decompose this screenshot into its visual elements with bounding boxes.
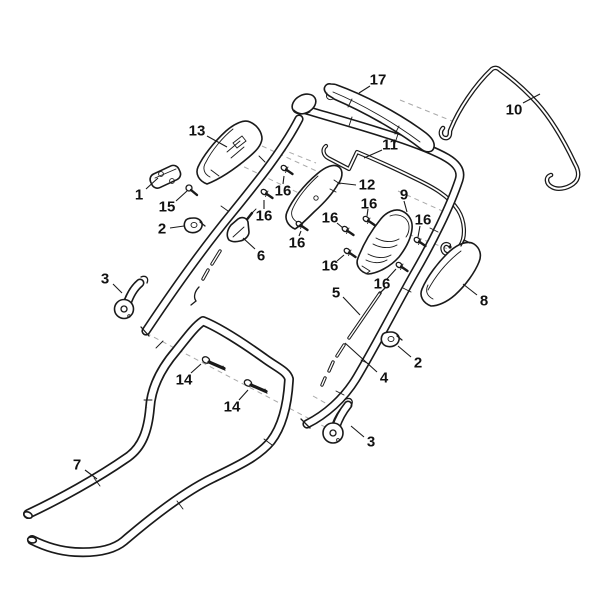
tube-open-end: [23, 510, 33, 520]
screw-16: [295, 220, 309, 232]
part-callout-8: 8: [480, 293, 488, 310]
guide-line: [399, 99, 453, 122]
tube-open-end: [26, 536, 38, 544]
part-callout-16: 16: [374, 276, 391, 293]
part-15-screw: [185, 184, 199, 197]
part-8-handle-cover-cap: [420, 239, 482, 307]
part-leader-14: [190, 363, 202, 374]
part-12-handle-cover-right: [285, 164, 343, 230]
part-leader-3: [112, 283, 123, 294]
part-14-bolts: [201, 356, 268, 394]
rod-hook: [190, 286, 200, 306]
screw-16: [362, 215, 376, 227]
part-callout-16: 16: [415, 212, 432, 229]
part-9-switch-housing: [356, 209, 413, 275]
part-1-clamp-block: [149, 164, 182, 189]
part-leader-1: [145, 177, 159, 190]
part-2-cable-clip-right: [380, 331, 403, 348]
guide-line: [280, 148, 317, 164]
tube-end-cut: [140, 326, 150, 337]
part-leader-10: [522, 93, 541, 104]
part-7-lower-handlebar-tube: [23, 321, 289, 552]
part-leader-16: [298, 230, 302, 237]
part-17-handle-cover-strip: [323, 83, 435, 153]
screw-16: [280, 164, 294, 176]
part-callout-13: 13: [189, 123, 206, 140]
part-leader-9: [403, 200, 408, 213]
part-leader-16: [386, 268, 397, 280]
part-leader-15: [175, 190, 188, 202]
part-5-brake-rod-left-segments: [190, 249, 222, 306]
part-11-bail-wire-lower: [324, 146, 464, 254]
part-leader-8: [462, 283, 478, 296]
part-leader-16: [366, 208, 369, 217]
screw-16: [260, 188, 274, 200]
part-16-screws: [260, 164, 427, 273]
screw-16: [413, 236, 427, 248]
part-4-upper-handlebar-tube: [140, 93, 460, 429]
part-6-cable-bracket: [226, 208, 257, 243]
part-callout-10: 10: [506, 102, 523, 119]
part-leader-16: [417, 225, 421, 238]
part-callout-4: 4: [380, 370, 389, 387]
part-callout-2: 2: [158, 221, 166, 238]
part-leader-11: [363, 149, 383, 159]
part-leader-16: [282, 175, 285, 185]
part-leader-3: [350, 425, 365, 438]
part-callout-12: 12: [359, 177, 376, 194]
part-callout-16: 16: [322, 210, 339, 227]
screw-16: [343, 247, 357, 259]
part-callout-11: 11: [382, 137, 398, 154]
handle-grip-cap: [291, 93, 317, 115]
part-callout-14: 14: [224, 399, 241, 416]
part-leader-6: [242, 237, 256, 250]
screw-16: [395, 261, 409, 273]
part-leader-2: [397, 345, 412, 358]
part-callout-6: 6: [257, 248, 265, 265]
bolt-14: [243, 379, 268, 394]
part-leader-12: [338, 182, 357, 186]
guide-line: [145, 332, 328, 429]
wire-end-eyelet: [448, 245, 452, 249]
part-callout-14: 14: [176, 372, 193, 389]
part-3-cam-lever-right: [322, 397, 353, 444]
part-5-brake-rod: [320, 287, 386, 387]
part-callout-16: 16: [289, 235, 306, 252]
part-leader-17: [358, 85, 371, 94]
part-leader-13: [206, 135, 228, 148]
part-callout-16: 16: [275, 183, 292, 200]
part-callout-9: 9: [400, 187, 408, 204]
part-2-cable-clip-left: [183, 217, 206, 234]
part-callout-7: 7: [73, 457, 81, 474]
bolt-14: [201, 356, 226, 371]
guide-line: [235, 162, 306, 197]
part-leader-14: [238, 389, 249, 401]
part-callout-1: 1: [135, 187, 143, 204]
tube-end-cut: [300, 418, 311, 429]
part-callout-16: 16: [256, 208, 273, 225]
part-leader-16: [336, 222, 344, 229]
part-callout-15: 15: [159, 199, 176, 216]
part-callout-5: 5: [332, 285, 340, 302]
part-leader-5: [342, 296, 361, 316]
part-leader-16: [336, 254, 345, 262]
part-callout-3: 3: [101, 271, 109, 288]
part-13-handle-cover-left: [196, 120, 263, 185]
part-callout-3: 3: [367, 434, 375, 451]
guide-line: [397, 190, 450, 215]
part-leader-4: [344, 342, 378, 373]
part-callout-2: 2: [414, 355, 422, 372]
part-3-cam-lever-left: [113, 275, 149, 320]
part-callout-16: 16: [322, 258, 339, 275]
part-leader-7: [84, 469, 98, 480]
part-callout-16: 16: [361, 196, 378, 213]
part-leader-2: [169, 225, 185, 229]
part-callout-17: 17: [370, 72, 387, 89]
